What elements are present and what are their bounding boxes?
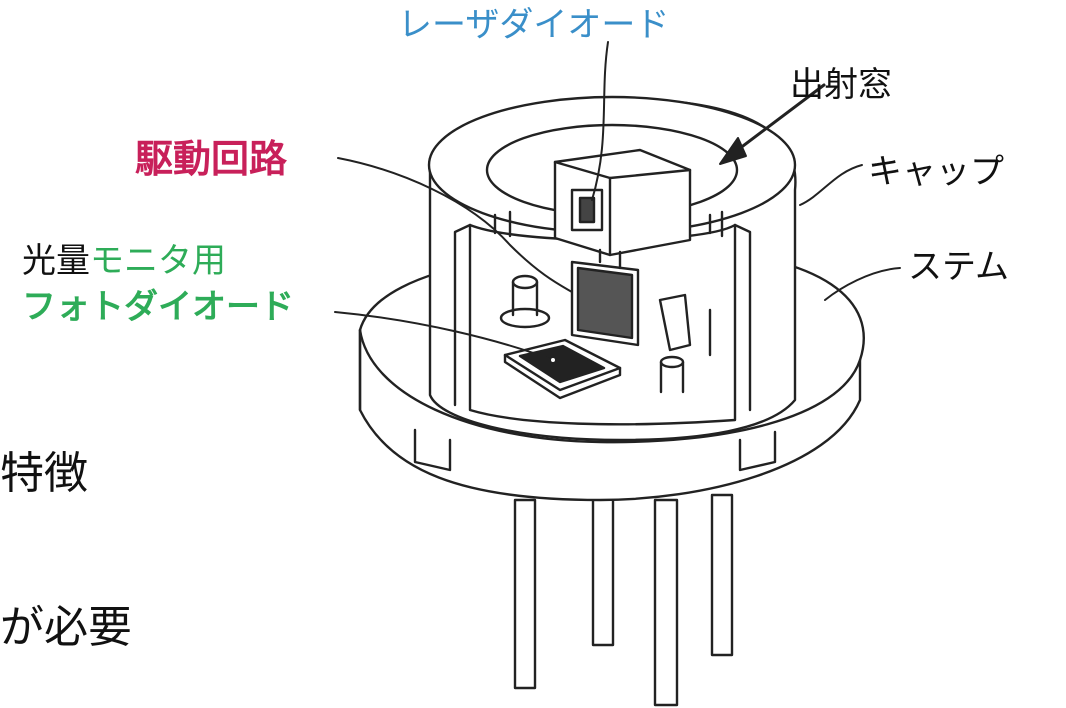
label-monitor-pd-light: 光量 bbox=[22, 241, 90, 281]
label-cap: キャップ bbox=[868, 152, 1004, 192]
leader-stem bbox=[824, 267, 901, 301]
laser-diode-block bbox=[553, 148, 692, 257]
leader-emission-window bbox=[725, 83, 826, 160]
label-drive-circuit: 駆動回路 bbox=[135, 137, 288, 181]
label-monitor-pd-line2: フォトダイオード bbox=[22, 287, 294, 327]
label-monitor-pd-monitor: モニタ用 bbox=[90, 241, 226, 281]
lead-pins bbox=[513, 483, 734, 707]
label-stem: ステム bbox=[908, 247, 1009, 287]
leader-photodiode bbox=[334, 311, 554, 361]
drive-circuit-chip bbox=[570, 248, 640, 347]
leader-cap bbox=[799, 164, 863, 206]
background-text-required: が必要 bbox=[0, 602, 132, 653]
background-text-feature: 特徴 bbox=[0, 448, 88, 499]
leader-lines bbox=[334, 41, 901, 364]
label-emission-window: 出射窓 bbox=[790, 65, 892, 105]
label-laser-diode: レーザダイオード bbox=[398, 5, 670, 45]
leader-laser-diode bbox=[591, 41, 609, 201]
label-monitor-pd-line1: 光量モニタ用 bbox=[22, 244, 226, 278]
leader-drive-circuit bbox=[337, 157, 573, 293]
inner-posts bbox=[499, 274, 712, 394]
